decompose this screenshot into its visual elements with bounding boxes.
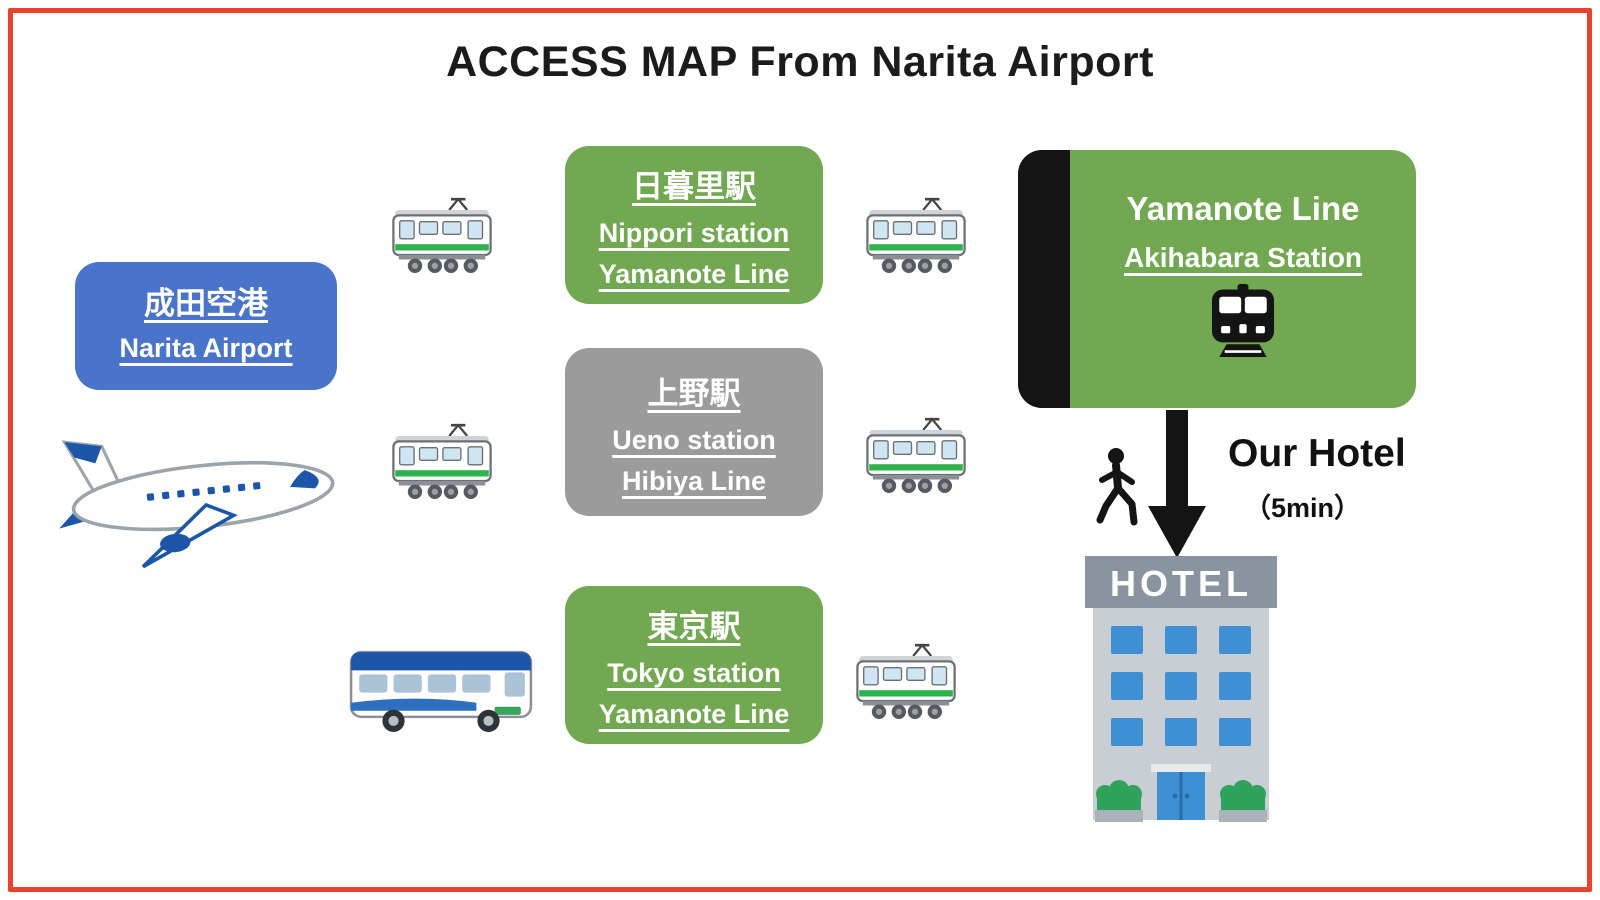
hotel-building-icon: HOTEL — [1085, 556, 1277, 822]
station-name-en: Ueno station — [612, 424, 776, 455]
our-hotel-label: Our Hotel — [1228, 432, 1406, 475]
hotel-sign-text: HOTEL — [1110, 563, 1252, 604]
train-icon — [862, 192, 970, 275]
narita-airport-box: 成田空港 Narita Airport — [75, 262, 337, 390]
walk-time-label: （5min） — [1244, 493, 1362, 523]
akihabara-destination-card: Yamanote Line Akihabara Station — [1018, 150, 1416, 408]
airplane-icon — [59, 440, 335, 569]
destination-station: Akihabara Station — [1123, 242, 1363, 273]
page-title: ACCESS MAP From Narita Airport — [446, 38, 1154, 86]
station-line: Yamanote Line — [598, 258, 790, 289]
tokyo-station-box: 東京駅 Tokyo station Yamanote Line — [565, 586, 823, 744]
metro-front-icon — [1211, 284, 1275, 358]
train-icon — [388, 418, 496, 501]
train-icon — [852, 638, 960, 721]
station-name-en: Nippori station — [598, 217, 790, 248]
station-name-jp: 日暮里駅 — [632, 168, 756, 204]
nippori-station-box: 日暮里駅 Nippori station Yamanote Line — [565, 146, 823, 304]
walking-person-icon — [1096, 448, 1138, 526]
station-name-en: Tokyo station — [607, 657, 781, 688]
station-name-jp: 東京駅 — [647, 608, 741, 644]
station-line: Hibiya Line — [621, 465, 767, 496]
airport-name-en: Narita Airport — [119, 333, 293, 363]
station-name-jp: 上野駅 — [647, 375, 741, 411]
station-line: Yamanote Line — [598, 698, 790, 729]
bus-icon — [349, 650, 533, 732]
train-icon — [862, 412, 970, 495]
destination-line: Yamanote Line — [1126, 190, 1360, 227]
airport-name-jp: 成田空港 — [144, 286, 268, 321]
ueno-station-box: 上野駅 Ueno station Hibiya Line — [565, 348, 823, 516]
down-arrow-icon — [1148, 410, 1206, 558]
train-icon — [388, 192, 496, 275]
card-black-band — [1018, 150, 1070, 408]
